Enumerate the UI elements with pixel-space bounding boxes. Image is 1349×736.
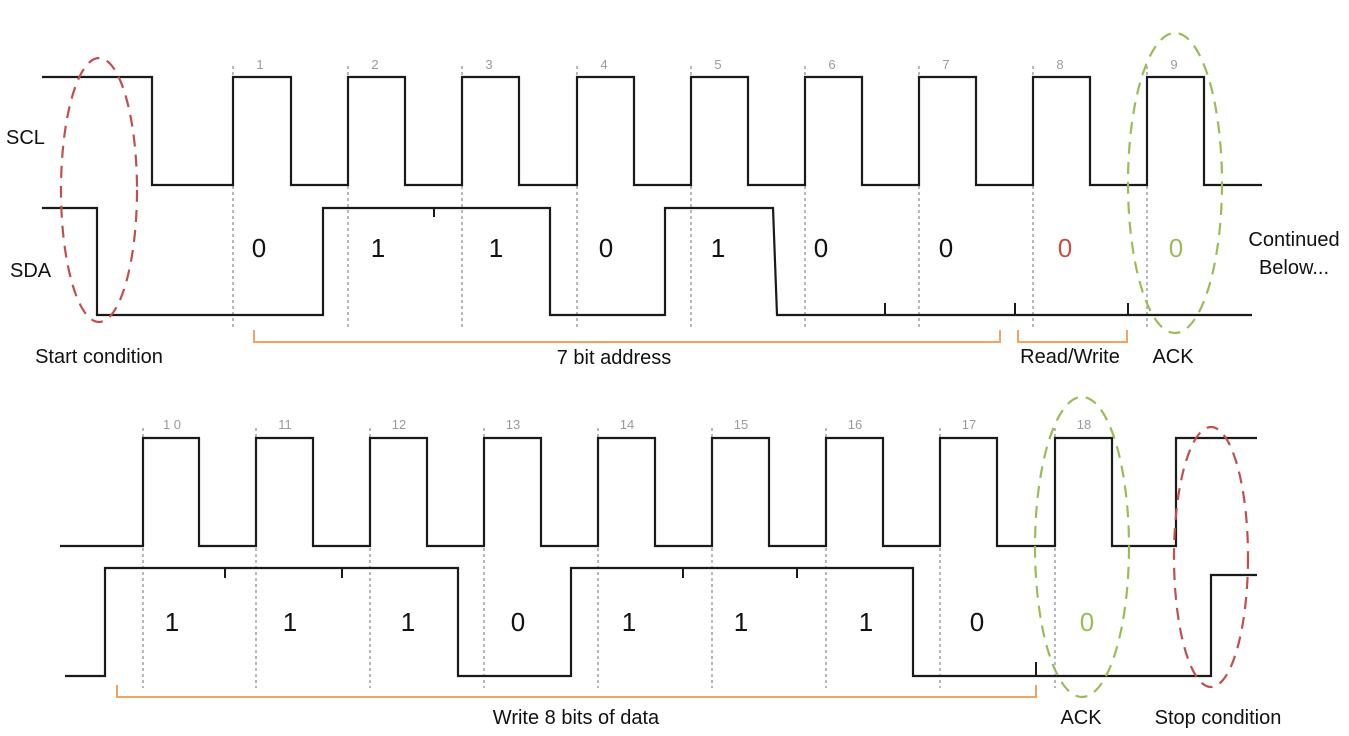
clock-number: 12 [392,417,406,432]
top-sda-waveform [42,206,1252,317]
data-bit: 1 [622,607,636,637]
address-bit: 0 [599,233,613,263]
stop-condition-highlight [1172,425,1250,689]
address-bit: 0 [814,233,828,263]
clock-number: 7 [942,57,949,72]
data-bit: 0 [970,607,984,637]
address-bit: 1 [371,233,385,263]
address-bit: 0 [252,233,266,263]
clock-number: 8 [1056,57,1063,72]
continued-label-line2: Below... [1259,257,1329,279]
clock-number: 5 [714,57,721,72]
address-label: 7 bit address [557,347,672,369]
clock-number: 17 [962,417,976,432]
clock-number: 1 0 [163,417,181,432]
ack-label: ACK [1060,707,1102,729]
stop-condition-label: Stop condition [1155,707,1282,729]
clock-number: 16 [848,417,862,432]
address-bit: 1 [489,233,503,263]
start-condition-label: Start condition [35,346,163,368]
data-bracket [116,685,1037,698]
scl-label: SCL [6,127,45,149]
clock-number: 4 [600,57,607,72]
clock-number: 3 [485,57,492,72]
data-bit: 1 [859,607,873,637]
ack-highlight [1126,31,1224,335]
ack-bit: 0 [1080,607,1094,637]
data-bit: 1 [283,607,297,637]
read-write-bracket [1017,330,1128,343]
clock-number: 2 [371,57,378,72]
data-label: Write 8 bits of data [493,707,660,729]
data-bit: 1 [165,607,179,637]
data-bit: 0 [511,607,525,637]
clock-number: 1 [256,57,263,72]
clock-number: 14 [620,417,634,432]
read-write-label: Read/Write [1020,346,1120,368]
ack-highlight [1033,395,1131,699]
top-scl-waveform [42,75,1262,187]
data-bit: 1 [401,607,415,637]
clock-number: 9 [1170,57,1177,72]
clock-number: 13 [506,417,520,432]
address-bracket [253,330,1001,343]
clock-number: 11 [278,417,292,432]
bottom-scl-waveform [60,436,1257,548]
clock-number: 15 [734,417,748,432]
start-condition-highlight [59,56,139,324]
bottom-sda-waveform [65,566,1257,678]
continued-label: Continued [1248,229,1339,251]
clock-number: 6 [828,57,835,72]
read-write-bit: 0 [1058,233,1072,263]
ack-label: ACK [1152,346,1194,368]
clock-number: 18 [1077,417,1091,432]
address-bit: 0 [939,233,953,263]
address-bit: 1 [711,233,725,263]
data-bit: 1 [734,607,748,637]
ack-bit: 0 [1169,233,1183,263]
sda-label: SDA [10,260,52,282]
top-bit-labels: 1 0 2 1 3 1 4 0 5 1 6 0 7 0 8 0 9 0 [252,57,1183,263]
